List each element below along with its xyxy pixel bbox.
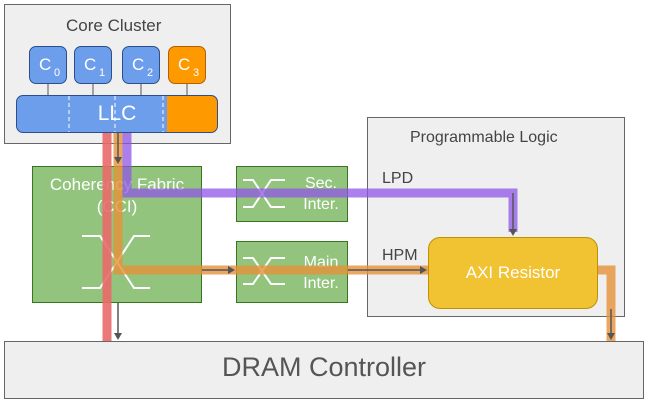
sec-inter-line1: Sec.	[304, 175, 337, 192]
purple-flow-path	[122, 133, 518, 232]
sec-inter-line2: Inter.	[303, 196, 339, 213]
sec-inter-label: Sec. Inter.	[295, 173, 347, 215]
dram-controller-label: DRAM Controller	[221, 352, 427, 382]
llc-label: LLC	[97, 102, 137, 125]
orange-flow-path	[113, 133, 616, 341]
dram-controller-box	[4, 341, 644, 399]
llc-block	[16, 95, 218, 133]
programmable-logic-title: Programmable Logic	[410, 129, 558, 146]
hpm-label: HPM	[382, 247, 418, 264]
main-inter-line2: Inter.	[303, 275, 339, 292]
lpd-label: LPD	[382, 170, 414, 187]
core-cluster-title: Core Cluster	[66, 16, 162, 35]
axi-resistor-label: AXI Resistor	[465, 263, 561, 282]
axi-resistor-block	[428, 237, 598, 309]
